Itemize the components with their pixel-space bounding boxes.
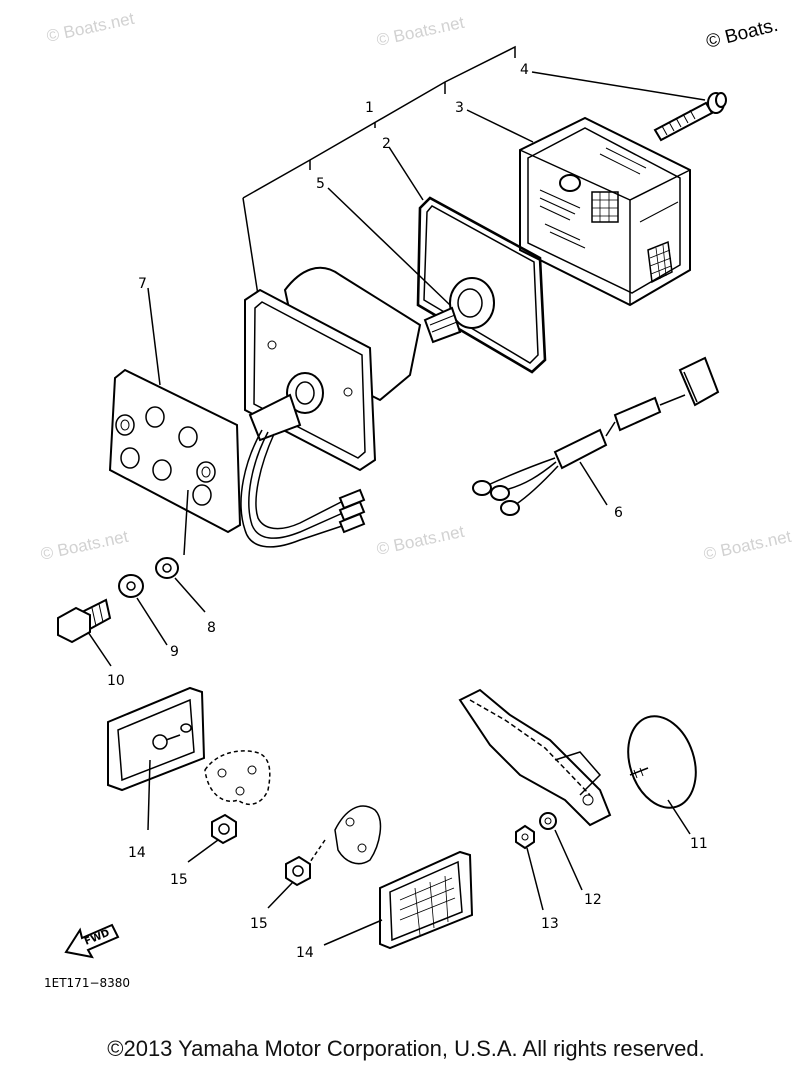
callout-6: 6	[614, 505, 623, 521]
callout-4: 4	[520, 62, 529, 78]
plain-washer	[118, 574, 144, 598]
watermark: © Boats.net	[702, 527, 793, 564]
callout-2: 2	[382, 136, 391, 152]
bulb	[423, 277, 495, 344]
callout-7: 7	[138, 276, 147, 292]
copyright-notice: ©2013 Yamaha Motor Corporation, U.S.A. A…	[107, 1036, 705, 1061]
diagram-code: 1ET171−8380	[44, 976, 130, 990]
reflector-bracket-left	[204, 750, 271, 806]
wire-harness	[472, 356, 720, 516]
fwd-arrow-icon: FWD	[64, 923, 120, 959]
watermark: © Boats.net	[39, 527, 130, 564]
side-reflector-right	[379, 850, 474, 950]
lock-washer	[155, 557, 179, 579]
nut-right	[285, 855, 311, 887]
side-reflector-left	[107, 686, 206, 792]
lens-amber-grid	[647, 240, 673, 284]
grommet-plate	[108, 368, 242, 534]
nut-left	[211, 813, 237, 845]
callout-15-left: 15	[170, 872, 188, 888]
callout-5: 5	[316, 176, 325, 192]
callout-10: 10	[107, 673, 125, 689]
lens-reflector-grid	[591, 191, 619, 223]
callout-15-bottom: 15	[250, 916, 268, 932]
callout-14-left: 14	[128, 845, 146, 861]
lens	[519, 116, 691, 307]
callout-13: 13	[541, 916, 559, 932]
callout-3: 3	[455, 100, 464, 116]
callout-9: 9	[170, 644, 179, 660]
watermark: © Boats.net	[45, 9, 136, 46]
reflector-stay	[458, 688, 612, 827]
bolt	[57, 598, 112, 644]
corner-watermark: © Boats.	[704, 15, 780, 53]
callout-8: 8	[207, 620, 216, 636]
long-screw	[653, 92, 727, 142]
leader-lines	[87, 71, 706, 946]
housing-wires	[240, 429, 366, 548]
lamp-housing	[244, 266, 422, 472]
gasket	[416, 196, 547, 374]
small-washer	[539, 812, 557, 830]
callout-12: 12	[584, 892, 602, 908]
callout-11: 11	[690, 836, 708, 852]
small-nut	[515, 824, 535, 850]
round-reflector	[627, 715, 697, 809]
callout-1: 1	[365, 100, 374, 116]
callout-14-bottom: 14	[296, 945, 314, 961]
watermark: © Boats.net	[375, 522, 466, 559]
watermark: © Boats.net	[375, 13, 466, 50]
reflector-bracket-right	[307, 805, 382, 866]
assembly-bracket	[242, 45, 516, 296]
